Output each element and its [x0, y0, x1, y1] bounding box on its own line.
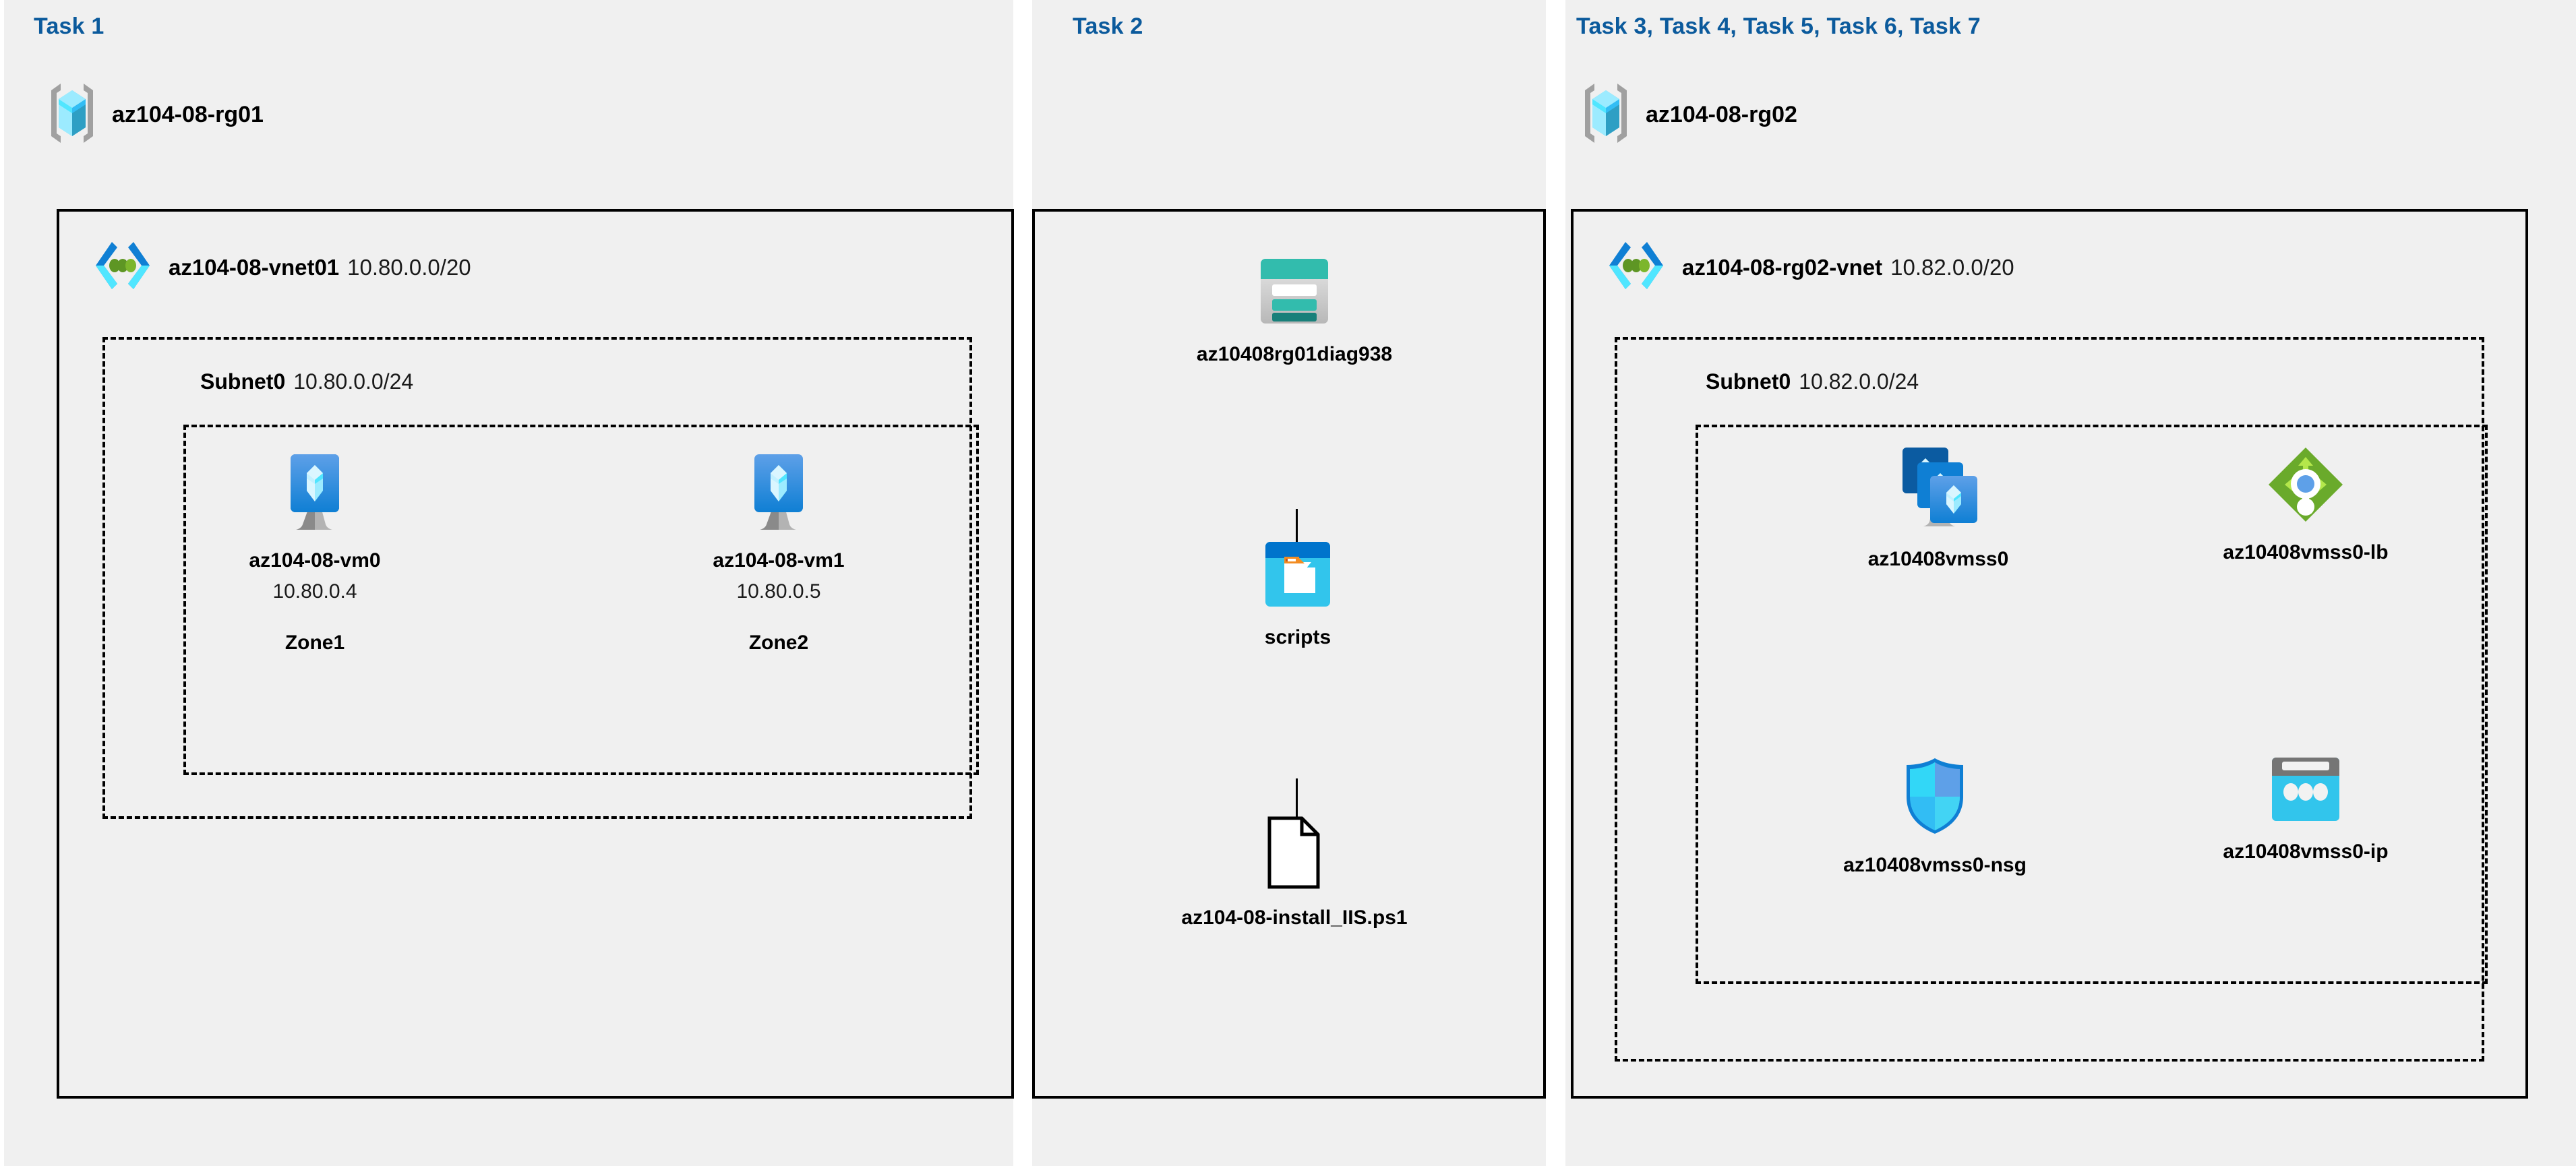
connector-scripts-to-file	[1296, 778, 1298, 831]
virtual-machine-icon	[744, 452, 814, 536]
nsg-name: az10408vmss0-nsg	[1843, 854, 2027, 876]
storage-account-az10408rg01diag938[interactable]: az10408rg01diag938	[1133, 256, 1456, 366]
resource-group-az104-08-rg01: az104-08-rg01	[47, 81, 264, 149]
availability-zone-group	[183, 425, 979, 775]
connector-storage-to-scripts	[1296, 509, 1298, 561]
subnet-header-task1: Subnet0 10.80.0.0/24	[200, 369, 413, 394]
panel-task1	[4, 0, 1013, 1166]
vm-scale-set-icon	[1893, 445, 1983, 534]
public-ip-address-icon	[2269, 755, 2343, 827]
virtual-machine-az104-08-vm0[interactable]: az104-08-vm0 10.80.0.4 Zone1	[217, 452, 413, 654]
load-balancer-icon	[2266, 445, 2345, 528]
virtual-machine-icon	[280, 452, 350, 536]
vnet-container-az104-08-vnet01	[57, 209, 1014, 1099]
vnet-container-az104-08-rg02-vnet	[1571, 209, 2528, 1099]
vnet-cidr: 10.82.0.0/20	[1890, 254, 2014, 280]
virtual-machine-az104-08-vm1[interactable]: az104-08-vm1 10.80.0.5 Zone2	[681, 452, 876, 654]
resource-group-az104-08-rg02: az104-08-rg02	[1581, 81, 1797, 149]
vm-zone: Zone1	[284, 632, 345, 654]
subnet-name: Subnet0	[200, 369, 286, 394]
panel-task3-to-7	[1565, 0, 2576, 1166]
vnet-header-az104-08-rg02-vnet: az104-08-rg02-vnet 10.82.0.0/20	[1608, 239, 2014, 295]
load-balancer-az10408vmss0-lb[interactable]: az10408vmss0-lb	[2144, 445, 2467, 564]
resource-group-name: az104-08-rg01	[112, 102, 264, 127]
vnet-name: az104-08-rg02-vnet	[1682, 254, 1883, 280]
storage-account-icon	[1257, 256, 1331, 330]
public-ip-address-az10408vmss0-ip[interactable]: az10408vmss0-ip	[2144, 755, 2467, 863]
file-name: az104-08-install_IIS.ps1	[1181, 907, 1408, 929]
vnet-header-az104-08-vnet01: az104-08-vnet01 10.80.0.0/20	[94, 239, 471, 295]
subnet-cidr: 10.80.0.0/24	[293, 369, 414, 394]
resource-group-name: az104-08-rg02	[1646, 102, 1797, 127]
file-icon	[1264, 816, 1325, 893]
vm-scale-set-az10408vmss0[interactable]: az10408vmss0	[1776, 445, 2100, 571]
vm-ip: 10.80.0.5	[736, 580, 821, 603]
load-balancer-name: az10408vmss0-lb	[2223, 541, 2389, 563]
subnet-header-task3: Subnet0 10.82.0.0/24	[1706, 369, 1919, 394]
resource-group-icon	[1581, 81, 1631, 149]
file-az104-08-install-iis-ps1[interactable]: az104-08-install_IIS.ps1	[1099, 816, 1490, 929]
vnet-name: az104-08-vnet01	[169, 254, 340, 280]
virtual-network-icon	[94, 239, 151, 295]
storage-account-name: az10408rg01diag938	[1196, 343, 1393, 365]
blob-container-scripts[interactable]: scripts	[1207, 539, 1389, 649]
resource-group-icon	[47, 81, 97, 149]
task2-container	[1032, 209, 1546, 1099]
network-security-group-az10408vmss0-nsg[interactable]: az10408vmss0-nsg	[1760, 755, 2110, 877]
subnet-container-task3	[1615, 337, 2484, 1062]
vm-ip: 10.80.0.4	[272, 580, 357, 603]
vm-zone: Zone2	[748, 632, 809, 654]
vnet-cidr: 10.80.0.0/20	[347, 254, 471, 280]
vmss-name: az10408vmss0	[1867, 548, 2009, 570]
task-3-to-7-label: Task 3, Task 4, Task 5, Task 6, Task 7	[1576, 13, 1981, 39]
container-name: scripts	[1264, 626, 1331, 648]
vm-name: az104-08-vm0	[249, 549, 381, 572]
virtual-network-icon	[1608, 239, 1665, 295]
vm-name: az104-08-vm1	[713, 549, 845, 572]
public-ip-name: az10408vmss0-ip	[2223, 840, 2389, 863]
task-1-label: Task 1	[34, 13, 104, 39]
blob-container-icon	[1263, 539, 1333, 613]
network-security-group-icon	[1901, 755, 1969, 840]
vmss-resource-group-area	[1696, 425, 2488, 984]
subnet-container-task1	[102, 337, 972, 819]
subnet-name: Subnet0	[1706, 369, 1791, 394]
task-2-label: Task 2	[1073, 13, 1143, 39]
subnet-cidr: 10.82.0.0/24	[1799, 369, 1919, 394]
